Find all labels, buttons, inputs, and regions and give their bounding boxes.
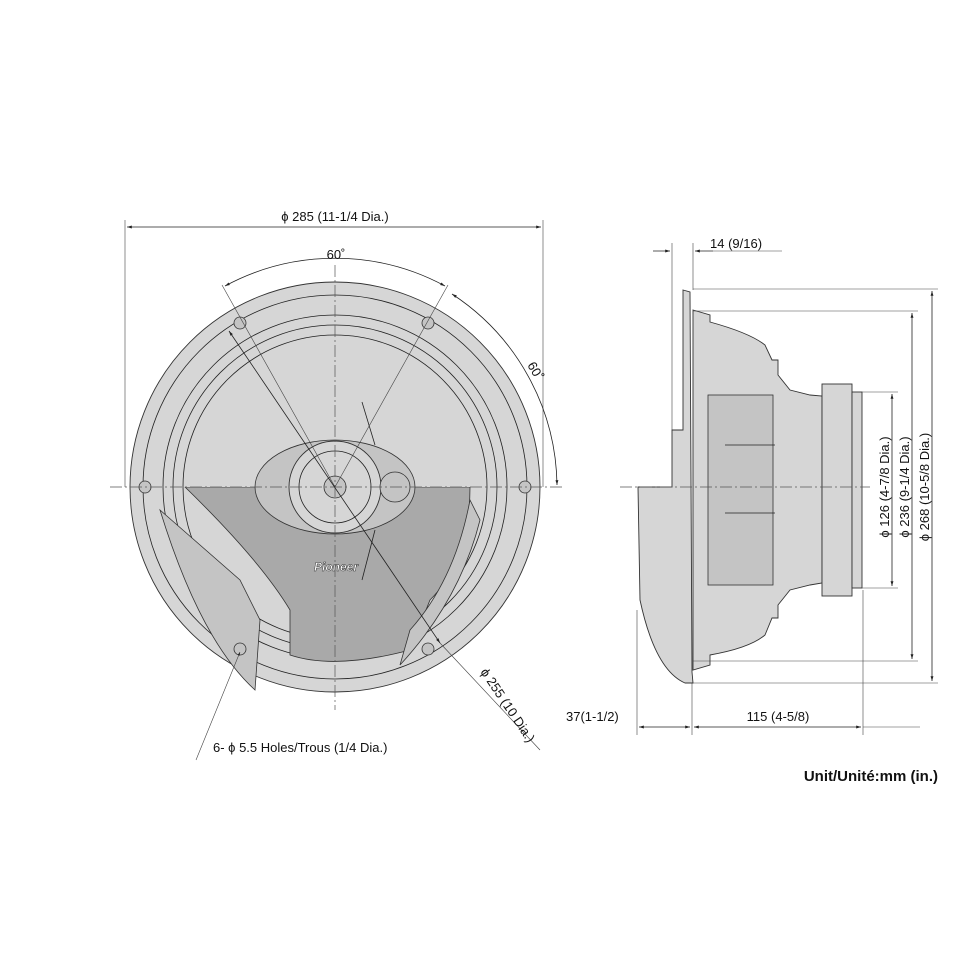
- flange-thickness-label: 14 (9/16): [710, 236, 762, 251]
- flange-diameter-label: ϕ 268 (10-5/8 Dia.): [917, 433, 932, 541]
- pioneer-logo: Pioneer: [314, 560, 359, 574]
- cone-section: [707, 394, 774, 586]
- outer-diameter-label: ϕ 285 (11-1/4 Dia.): [281, 209, 388, 224]
- holes-label: 6- ϕ 5.5 Holes/Trous (1/4 Dia.): [213, 740, 387, 755]
- side-view: 14 (9/16) ϕ 126 (4-7/8 Dia.) ϕ 236 (9-1/…: [566, 236, 938, 735]
- angle-top-label: 60˚: [327, 247, 346, 262]
- magnet-diameter-label: ϕ 126 (4-7/8 Dia.): [877, 436, 892, 537]
- magnet: [821, 383, 853, 597]
- angle-side-label: 60˚: [524, 359, 546, 383]
- basket-diameter-label: ϕ 236 (9-1/4 Dia.): [897, 436, 912, 537]
- front-view: Pioneer ϕ 285 (11-1/4 Dia.) 60˚ 60˚ ϕ 25…: [110, 209, 565, 761]
- cutout-diameter-label: ϕ 255 (10 Dia.): [478, 665, 539, 745]
- front-protrusion-label: 37(1-1/2): [566, 709, 619, 724]
- units-label: Unit/Unité:mm (in.): [804, 768, 938, 785]
- mounting-depth-label: 115 (4-5/8): [747, 709, 810, 724]
